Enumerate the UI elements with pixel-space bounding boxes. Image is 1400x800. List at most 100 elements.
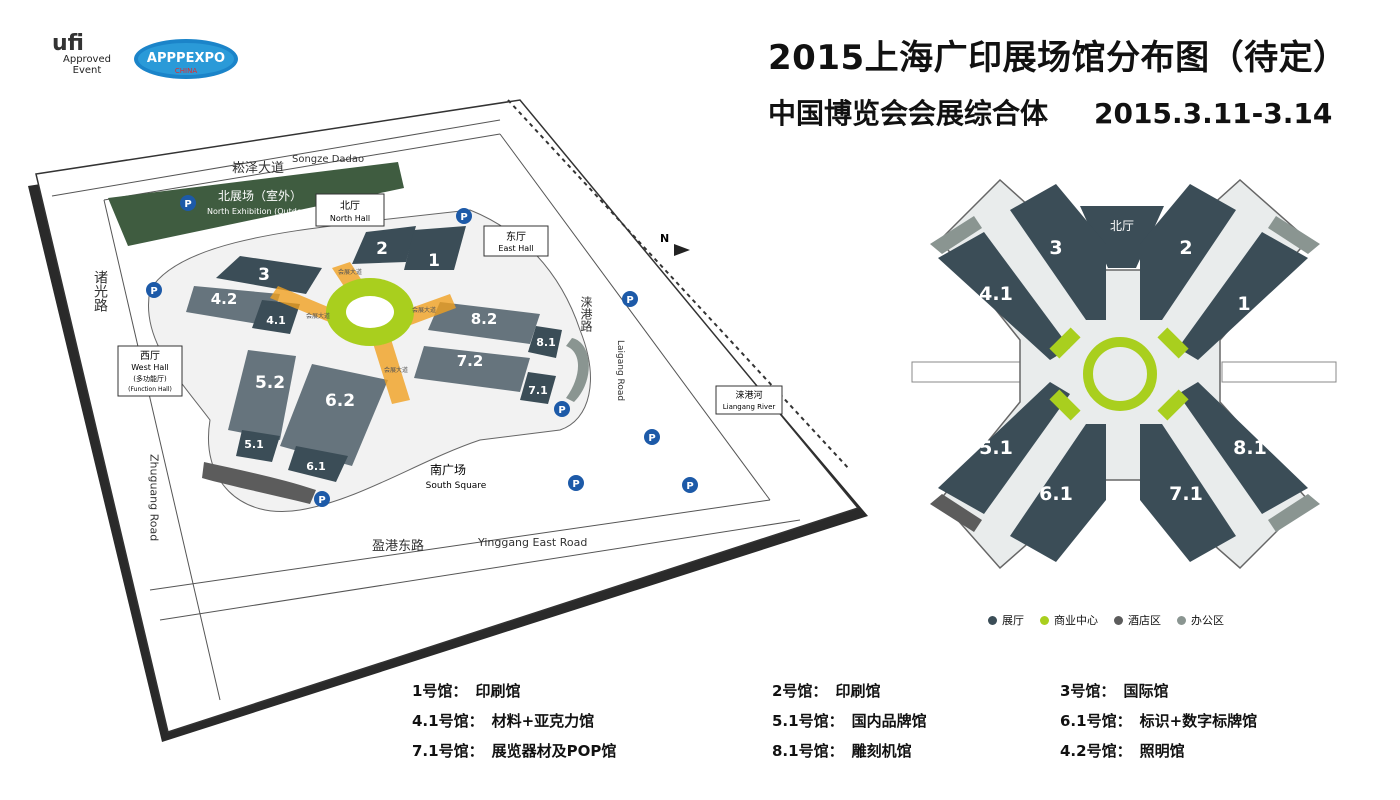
hall-assignment-list: 1号馆：印刷馆 2号馆：印刷馆 3号馆：国际馆 4.1号馆：材料+亚克力馆 5.… [412, 680, 1372, 762]
legend-label: 商业中心 [1054, 614, 1098, 627]
ov-office-se [1268, 494, 1320, 532]
ov-hall-3-label: 3 [1049, 237, 1062, 259]
list-item: 7.1号馆：展览器材及POP馆 [412, 740, 772, 762]
list-item: 3号馆：国际馆 [1060, 680, 1372, 702]
west-hall-fn-cn: (多功能厅) [133, 374, 167, 383]
svg-text:P: P [558, 405, 565, 416]
ov-hall-2-label: 2 [1179, 237, 1192, 259]
hall-7-1-block [520, 372, 556, 404]
legend-item: 商业中心 [1040, 612, 1098, 628]
parking-icon: P [622, 291, 638, 307]
ov-hall-1-label: 1 [1237, 293, 1250, 315]
ufi-mark: ufi [52, 31, 84, 56]
hall-number: 2号馆： [772, 682, 828, 700]
ov-office-nw [930, 216, 982, 254]
site-hall-5-1-label: 5.1 [244, 438, 264, 451]
hall-2-block [352, 226, 416, 264]
east-hall-box [483, 225, 549, 257]
ov-hall-7-1-label: 7.1 [1169, 483, 1203, 505]
compass-n: N [660, 232, 669, 245]
hall-number: 5.1号馆： [772, 712, 844, 730]
hall-description: 印刷馆 [475, 682, 521, 700]
site-hall-6-2-label: 6.2 [325, 391, 355, 411]
ufi-line2: Event [72, 65, 102, 76]
ov-hall-6-1 [1010, 424, 1106, 562]
site-hall-8-1-label: 8.1 [536, 336, 556, 349]
road-songze-cn: 崧泽大道 [232, 161, 284, 176]
road-yinggang [149, 499, 771, 591]
walkway-left [911, 361, 1025, 383]
overview-map: 北厅 3 2 4.1 1 5.1 8.1 6.1 7.1 [911, 178, 1337, 570]
hall-description: 展览器材及POP馆 [491, 742, 617, 760]
river-line [507, 99, 851, 471]
center-ring-inner [346, 296, 394, 328]
site-map: 3 2 1 4.2 4.1 8.2 8.1 7.2 7.1 5.2 6.2 5.… [28, 99, 868, 742]
corridor-label-west: 会展大道 [306, 312, 330, 320]
site-hall-4-1-label: 4.1 [266, 314, 286, 327]
road-zhuguang [103, 199, 221, 701]
site-hall-3-label: 3 [258, 265, 270, 285]
road-yinggang-edge [159, 519, 801, 621]
hall-6-1-block [288, 446, 348, 482]
west-hall-box [117, 345, 183, 397]
ov-hall-6-1-label: 6.1 [1039, 483, 1073, 505]
road-yinggang-en: Yinggang East Road [477, 536, 587, 549]
ov-hall-7-1 [1140, 424, 1236, 562]
ov-hotel-sw [930, 494, 982, 532]
road-songze-en: Songze Dadao [292, 154, 364, 165]
legend-item: 办公区 [1177, 612, 1224, 628]
walkway-right [1221, 361, 1337, 383]
legend-label: 展厅 [1002, 614, 1024, 627]
corridor-east [400, 294, 456, 326]
hall-description: 材料+亚克力馆 [491, 712, 595, 730]
hall-5-1-block [236, 430, 280, 462]
site-hall-2-label: 2 [376, 239, 388, 259]
ov-commercial-segment [1157, 327, 1189, 359]
svg-text:P: P [572, 479, 579, 490]
hall-description: 国内品牌馆 [851, 712, 927, 730]
hall-number: 1号馆： [412, 682, 468, 700]
parking-icon: P [180, 195, 196, 211]
hall-8-2-block [428, 302, 540, 344]
road-songze [51, 119, 501, 197]
event-date: 2015.3.11-3.14 [1094, 97, 1333, 130]
svg-text:P: P [686, 481, 693, 492]
svg-text:P: P [150, 286, 157, 297]
site-hall-4-2-label: 4.2 [211, 290, 238, 308]
site-hall-7-2-label: 7.2 [457, 352, 484, 370]
svg-text:P: P [460, 212, 467, 223]
river-en: Liangang River [723, 403, 776, 411]
hall-7-2-block [414, 346, 530, 392]
parking-icon: P [568, 475, 584, 491]
hotel-strip [202, 462, 316, 504]
west-hall-fn-en: (Function Hall) [128, 386, 172, 393]
north-hall-box [315, 193, 385, 227]
hall-number: 8.1号馆： [772, 742, 844, 760]
hall-description: 印刷馆 [835, 682, 881, 700]
ov-hall-1 [1178, 232, 1308, 360]
list-item: 2号馆： 印刷馆 [772, 680, 1060, 702]
ov-hall-4-1-label: 4.1 [979, 283, 1013, 305]
legend-item: 酒店区 [1114, 612, 1161, 628]
south-square-en: South Square [426, 481, 487, 491]
hall-3-block [216, 256, 322, 294]
parking-icon: P [456, 208, 472, 224]
hall-description: 照明馆 [1139, 742, 1185, 760]
ov-hall-5-1 [938, 382, 1070, 514]
ov-commercial-segment [1157, 389, 1189, 421]
ov-office-ne [1268, 216, 1320, 254]
hall-4-1-block [252, 300, 300, 334]
hall-1-block [404, 226, 466, 270]
list-item: 6.1号馆：标识+数字标牌馆 [1060, 710, 1372, 732]
road-zhuguang-en: Zhuguang Road [148, 454, 161, 541]
legend-label: 办公区 [1191, 614, 1224, 627]
ufi-line1: Approved [63, 54, 111, 65]
road-yinggang-cn: 盈港东路 [372, 538, 424, 554]
legend-item: 展厅 [988, 612, 1024, 628]
ov-hall-2 [1140, 184, 1236, 320]
svg-text:P: P [318, 495, 325, 506]
parking-icon: P [314, 491, 330, 507]
corridor-west [270, 286, 340, 324]
hall-number: 4.2号馆： [1060, 742, 1132, 760]
svg-text:P: P [626, 295, 633, 306]
